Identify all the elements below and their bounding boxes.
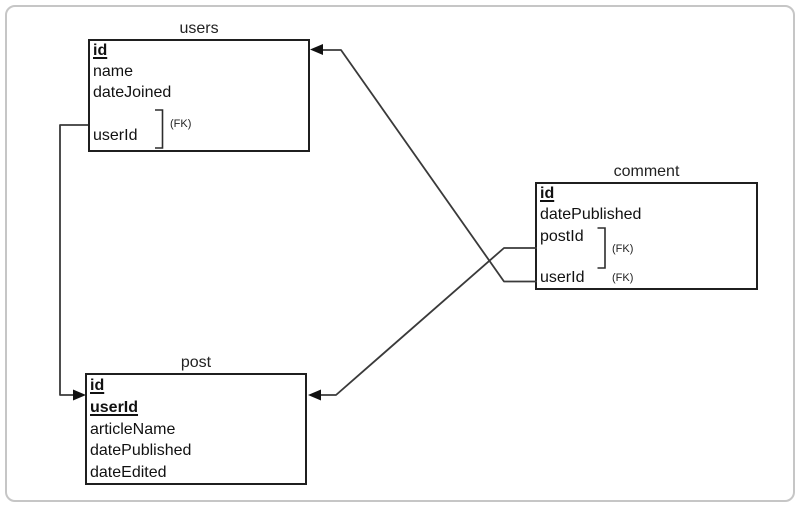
field-post-dateedited: dateEdited [90, 464, 167, 481]
field-comment-datepublished: datePublished [540, 206, 642, 223]
entity-comment-title: comment [613, 163, 680, 180]
fk-tag-users-userid: (FK) [170, 118, 192, 130]
entity-users-title: users [179, 20, 219, 37]
field-post-datepublished: datePublished [90, 442, 192, 459]
entity-users[interactable]: id name dateJoined userId (FK) [88, 39, 310, 152]
field-post-articlename: articleName [90, 421, 176, 438]
field-post-userid: userId [90, 399, 139, 416]
entity-comment[interactable]: id datePublished postId (FK) userId (FK) [535, 182, 758, 290]
field-post-id: id [90, 377, 105, 394]
field-users-userid: userId [93, 127, 138, 144]
fk-tag-comment-postid: (FK) [612, 243, 634, 255]
outer-rounded-frame [5, 5, 795, 502]
entity-post-title: post [180, 354, 212, 371]
field-comment-id: id [540, 185, 555, 202]
entity-post[interactable]: id userId articleName datePublished date… [85, 373, 307, 485]
field-users-name: name [93, 63, 134, 80]
fk-tag-comment-userid: (FK) [612, 272, 634, 284]
field-comment-userid: userId [540, 269, 585, 286]
field-users-id: id [93, 42, 108, 59]
field-users-datejoined: dateJoined [93, 84, 172, 101]
field-comment-postid: postId [540, 228, 584, 245]
